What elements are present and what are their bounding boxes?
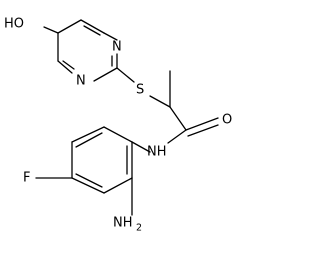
bond-carbonyl-o: [185, 117, 219, 131]
molecule-canvas: HO N N S O NH F NH 2: [4, 17, 232, 234]
bond-s-ch: [149, 95, 171, 108]
bond-n3-c4: [57, 60, 73, 74]
bond-ar3-ar4-inner: [75, 173, 103, 188]
ring-nitrogen-top-label: N: [112, 40, 122, 55]
structure-diagram: HO N N S O NH F NH 2: [4, 17, 232, 234]
ring-nitrogen-bottom-label: N: [76, 74, 86, 89]
hydroxyl-label: HO: [4, 17, 24, 32]
bond-ch-carbonyl: [169, 106, 187, 131]
bond-c4-c5: [57, 19, 82, 34]
amino-subscript: 2: [136, 223, 142, 234]
bond-c4-oh: [43, 26, 59, 34]
sulfur-label: S: [136, 83, 144, 98]
bond-c6-n1: [103, 32, 118, 41]
carbonyl-oxygen-label: O: [222, 113, 232, 128]
bond-c4-n3-inner: [62, 60, 75, 70]
bond-ar5-ar6: [71, 126, 105, 143]
bond-ar3-ar4: [71, 177, 105, 194]
bond-carbonyl-o-double: [187, 124, 219, 137]
bond-c5-c6: [80, 19, 105, 34]
amide-nitrogen-label: NH: [147, 145, 167, 160]
bond-c5-c6-inner: [83, 25, 101, 36]
bond-c2-n3: [93, 67, 118, 82]
bond-nh-aryl: [131, 141, 151, 153]
bond-ar5-ar6-inner: [75, 132, 103, 148]
bond-ar2-ar3: [103, 177, 133, 194]
amino-label: NH: [113, 216, 133, 231]
bond-carbonyl-nh: [167, 129, 187, 144]
fluorine-label: F: [23, 171, 30, 186]
bond-c2-s: [116, 67, 135, 83]
bond-ar6-ar1: [103, 126, 133, 143]
